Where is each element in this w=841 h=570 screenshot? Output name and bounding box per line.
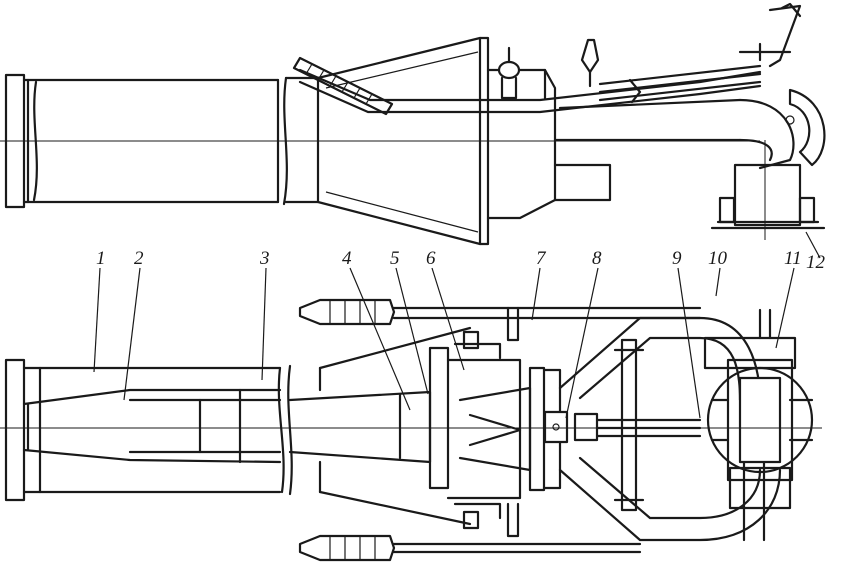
valve-knobs — [497, 38, 600, 100]
central-valve — [543, 410, 702, 444]
handle-rods — [298, 298, 702, 562]
callout-7: 7 — [536, 248, 547, 269]
callout-4: 4 — [342, 248, 352, 269]
grip-handle — [292, 56, 394, 116]
callout-3: 3 — [259, 248, 270, 269]
sectional-plan-view — [0, 298, 822, 562]
callout-labels: 1 2 3 4 5 6 7 8 9 10 11 12 — [96, 248, 826, 273]
callout-10: 10 — [708, 248, 728, 269]
callout-9: 9 — [672, 248, 682, 269]
elbow-assembly — [738, 2, 826, 170]
callout-leaders — [93, 231, 821, 419]
callout-1: 1 — [96, 248, 106, 269]
callout-12: 12 — [806, 252, 826, 273]
main-tube — [4, 73, 320, 209]
side-elevation-view — [0, 2, 826, 246]
upper-pipe — [292, 56, 762, 116]
diffuser-section — [288, 326, 522, 530]
base-pedestal — [710, 163, 826, 230]
callout-11: 11 — [784, 248, 802, 269]
right-housing — [703, 308, 814, 510]
callout-2: 2 — [134, 248, 144, 269]
callout-6: 6 — [426, 248, 436, 269]
inner-nozzle — [22, 388, 282, 464]
cross-bracket — [613, 338, 645, 512]
callout-8: 8 — [592, 248, 602, 269]
callout-5: 5 — [390, 248, 400, 269]
outer-shell — [4, 358, 293, 502]
